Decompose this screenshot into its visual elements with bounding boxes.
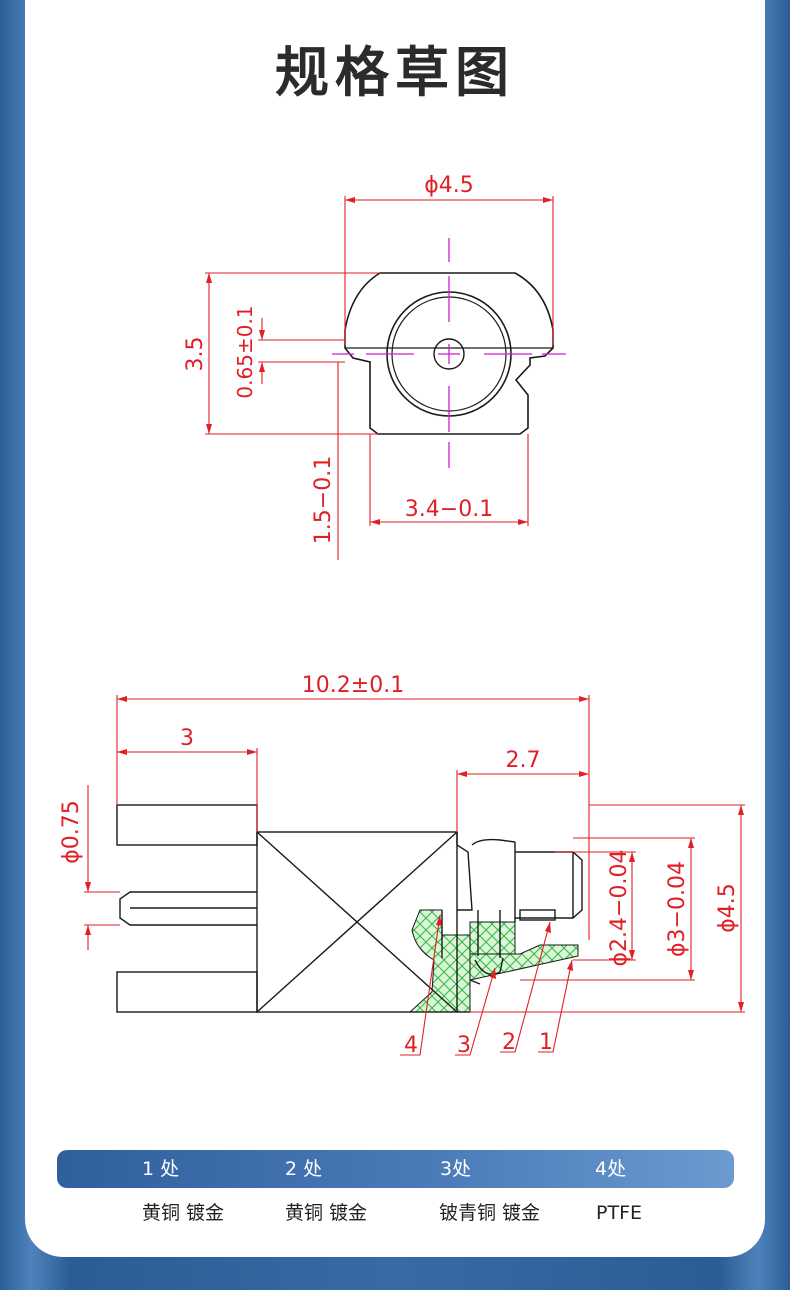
dim-top-width: 3.4−0.1 [405, 497, 493, 522]
dim-top-height: 3.5 [183, 337, 208, 372]
callout-4: 4 [404, 1033, 418, 1058]
top-view-step-line [352, 357, 371, 363]
callout-3: 3 [457, 1033, 471, 1058]
dim-total-length: 10.2±0.1 [302, 673, 404, 698]
dim-d3: ϕ3−0.04 [665, 861, 690, 957]
dim-top-diameter: ϕ4.5 [424, 173, 474, 198]
material-header-4: 4处 [595, 1158, 627, 1180]
side-view-arrows [85, 696, 744, 1012]
top-view-pin-circle [433, 338, 465, 370]
top-view-outline [344, 272, 554, 435]
side-view-dimensions [84, 695, 745, 1013]
callout-leaders [400, 914, 573, 1056]
material-header-2: 2 处 [285, 1158, 323, 1180]
material-header-3: 3处 [440, 1158, 472, 1180]
page-title: 规格草图 [275, 41, 515, 104]
side-view-outline [116, 804, 583, 1013]
materials-values-row: 黄铜 镀金 黄铜 镀金 铍青铜 镀金 PTFE [0, 1194, 790, 1234]
dim-d24: ϕ2.4−0.04 [607, 850, 632, 967]
dim-tip-length: 2.7 [506, 748, 541, 773]
materials-header-bar: 1 处 2 处 3处 4处 [57, 1150, 734, 1188]
callout-1: 1 [539, 1030, 553, 1055]
dim-d45: ϕ4.5 [715, 883, 740, 933]
dim-pin-length: 3 [180, 726, 194, 751]
top-view-arrows [206, 197, 553, 525]
callout-arrow-heads [436, 915, 573, 979]
material-header-1: 1 处 [142, 1158, 180, 1180]
top-view: ϕ4.5 3.5 0.65±0.1 1.5−0.1 3.4−0.1 [183, 173, 566, 560]
top-view-centerlines [332, 238, 566, 468]
dim-top-flange: 0.65±0.1 [233, 305, 257, 398]
material-value-1: 黄铜 镀金 [142, 1202, 225, 1224]
material-value-2: 黄铜 镀金 [285, 1202, 368, 1224]
callout-2: 2 [502, 1030, 516, 1055]
dim-top-leg: 1.5−0.1 [311, 456, 336, 544]
contact-section [469, 921, 516, 955]
material-value-3: 铍青铜 镀金 [439, 1202, 541, 1224]
content-card [25, 0, 765, 1257]
top-view-dimensions [205, 196, 554, 560]
dim-pin-diameter: ϕ0.75 [59, 800, 84, 864]
side-view: 10.2±0.1 3 2.7 ϕ0.75 ϕ2.4−0.04 ϕ3−0.04 ϕ… [59, 673, 745, 1058]
material-value-4: PTFE [596, 1202, 642, 1224]
